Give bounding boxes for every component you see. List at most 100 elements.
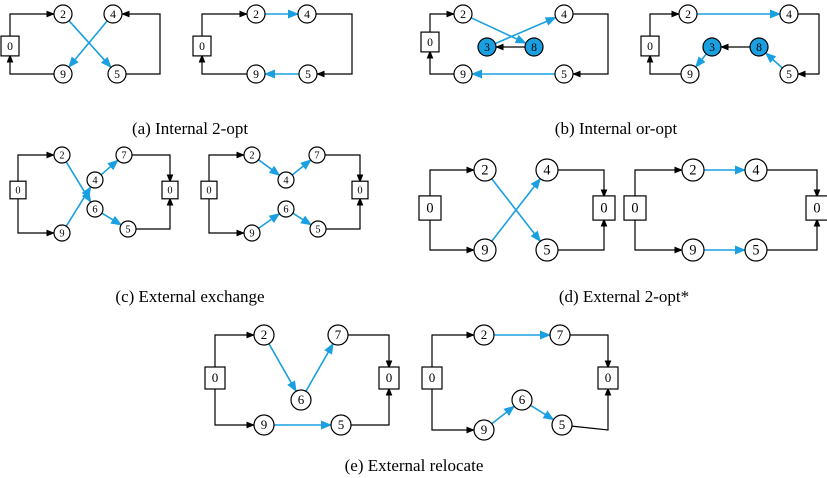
customer-circle: [749, 37, 769, 57]
edge-9-to-0: [426, 50, 454, 75]
node-label: 4: [786, 8, 792, 21]
caption-e: (e) External relocate: [345, 456, 484, 475]
node-5: 5: [535, 238, 559, 262]
node-0L: 0: [418, 195, 442, 221]
node-4: 4: [86, 171, 104, 189]
caption-d: (d) External 2-opt*: [559, 287, 689, 306]
node-label: 2: [481, 163, 488, 179]
node-label: 6: [283, 204, 288, 215]
edge-9-to-0: [6, 54, 54, 75]
customer-circle: [702, 37, 722, 57]
edge-5-to-0R: [571, 387, 612, 431]
node-label: 2: [689, 163, 696, 179]
node-label: 9: [481, 243, 488, 259]
customer-circle: [511, 389, 533, 411]
edge-5-to-8: [764, 52, 783, 69]
edge-6-to-7: [305, 342, 334, 392]
customer-circle: [327, 324, 349, 346]
node-label: 6: [519, 392, 526, 407]
node-0R: 0: [378, 366, 400, 390]
depot-box: [623, 195, 647, 221]
customer-circle: [246, 64, 266, 84]
node-label: 2: [249, 150, 254, 161]
edge-2-to-6: [268, 343, 297, 393]
node-label: 0: [7, 40, 13, 53]
node-label: 4: [543, 163, 550, 179]
node-6: 6: [511, 389, 533, 411]
depot-box: [597, 366, 619, 390]
node-5: 5: [551, 414, 573, 436]
edge-0-to-2: [9, 10, 55, 37]
node-0: 0: [640, 35, 660, 57]
node-9: 9: [453, 64, 473, 84]
customer-circle: [453, 64, 473, 84]
customer-circle: [253, 324, 275, 346]
node-label: 2: [685, 8, 691, 21]
node-4: 4: [535, 158, 559, 182]
edge-9-to-0: [646, 54, 681, 75]
node-label: 0: [813, 201, 820, 217]
edge-0L-to-2: [208, 151, 245, 182]
node-label: 4: [752, 163, 759, 179]
node-label: 5: [114, 68, 120, 81]
edge-0L-to-2: [214, 331, 255, 368]
edge-0-to-2: [201, 10, 248, 37]
edge-3-to-4: [494, 16, 557, 45]
caption-a: (a) Internal 2-opt: [132, 119, 248, 138]
customer-circle: [253, 414, 275, 436]
edge-6-to-5: [101, 212, 123, 226]
node-0L: 0: [421, 366, 443, 390]
customer-circle: [290, 389, 312, 411]
customer-circle: [53, 64, 73, 84]
node-label: 0: [357, 185, 362, 196]
node-2: 2: [453, 4, 473, 24]
edge-0L-to-2: [429, 166, 475, 197]
node-label: 0: [600, 201, 607, 217]
edge-2-to-5: [68, 20, 112, 69]
node-3: 3: [702, 37, 722, 57]
node-2: 2: [681, 158, 705, 182]
edge-0L-to-9: [429, 219, 475, 254]
node-2: 2: [253, 324, 275, 346]
node-label: 9: [481, 422, 488, 437]
node-label: 8: [531, 41, 537, 54]
customer-circle: [243, 224, 261, 242]
depot-box: [640, 35, 660, 57]
customer-circle: [308, 146, 326, 164]
node-label: 7: [335, 327, 342, 342]
edge-0L-to-9: [214, 388, 255, 429]
customer-circle: [744, 158, 768, 182]
node-label: 9: [261, 417, 268, 432]
customer-circle: [53, 4, 73, 24]
customer-circle: [119, 220, 137, 238]
node-label: 7: [314, 150, 319, 161]
edge-6-to-5: [292, 212, 313, 226]
edge-0L-to-9: [208, 198, 245, 237]
node-7: 7: [327, 324, 349, 346]
node-label: 9: [60, 68, 66, 81]
node-label: 2: [59, 150, 64, 161]
customer-circle: [453, 4, 473, 24]
depot-box: [351, 180, 369, 200]
node-label: 5: [315, 224, 320, 235]
edge-0-to-2: [649, 10, 680, 37]
node-label: 5: [561, 68, 567, 81]
edge-4-to-5: [572, 13, 609, 78]
edge-9-to-6: [258, 212, 281, 230]
node-9: 9: [680, 64, 700, 84]
node-0R: 0: [351, 180, 369, 200]
depot-box: [0, 35, 20, 57]
customer-circle: [86, 171, 104, 189]
node-label: 2: [481, 327, 488, 342]
customer-circle: [86, 200, 104, 218]
edge-5-to-0R: [351, 387, 393, 426]
node-4: 4: [277, 171, 295, 189]
node-9: 9: [473, 238, 497, 262]
node-2: 2: [678, 4, 698, 24]
node-label: 0: [647, 40, 653, 53]
node-9: 9: [681, 238, 705, 262]
node-5: 5: [330, 414, 352, 436]
edge-7-to-0R: [348, 334, 393, 369]
